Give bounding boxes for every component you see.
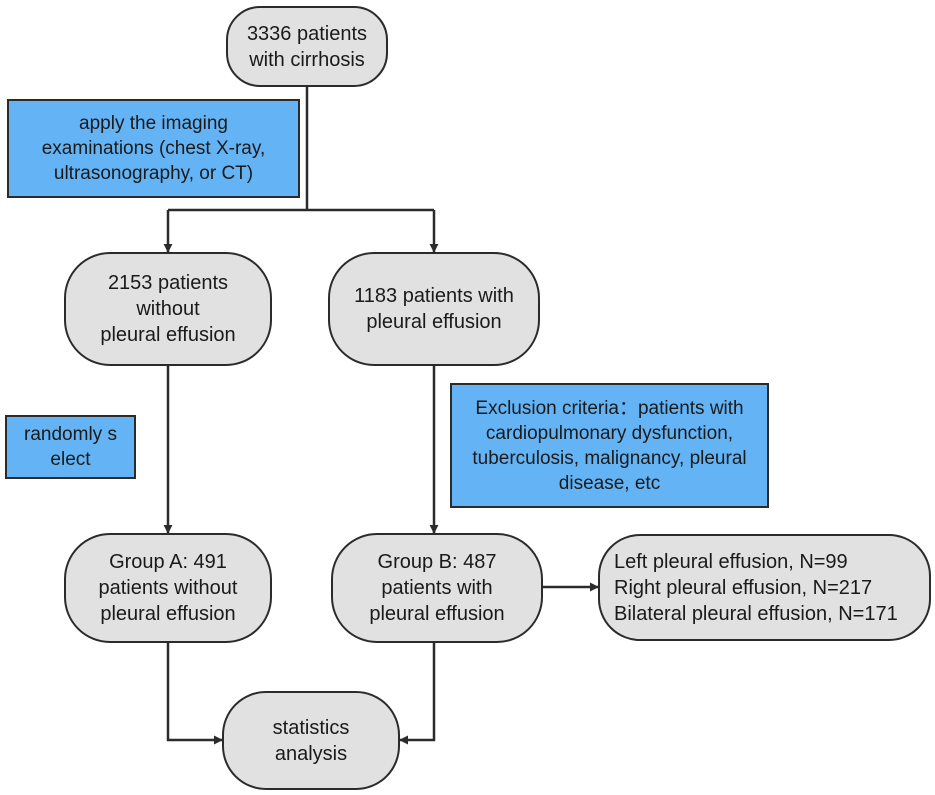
node-group-a: Group A: 491 patients without pleural ef… (64, 533, 272, 643)
node-without-line-2: without (136, 298, 200, 320)
connector-groupB-to-stats (399, 643, 436, 745)
node-group-a-line-3: pleural effusion (100, 603, 236, 625)
node-group-b-line-2: patients with (381, 577, 493, 599)
note-random-select: randomly s elect (5, 415, 136, 479)
node-with-line-2: pleural effusion (366, 311, 502, 333)
node-without-line-3: pleural effusion (100, 324, 236, 346)
note-exclusion-line-4: disease, etc (558, 472, 661, 494)
node-start-line-1: 3336 patients (246, 22, 368, 45)
node-with-effusion: 1183 patients with pleural effusion (328, 252, 540, 366)
node-sides-right: Right pleural effusion, N=217 (614, 576, 873, 599)
node-group-a-line-2: patients without (98, 577, 238, 599)
connector-groupA-to-stats (166, 643, 223, 745)
node-sides-bilateral: Bilateral pleural effusion, N=171 (614, 602, 898, 625)
node-without-line-1: 2153 patients (107, 272, 229, 294)
node-group-b: Group B: 487 patients with pleural effus… (331, 533, 543, 643)
note-exclusion-line-3: tuberculosis, malignancy, pleural (472, 447, 747, 469)
node-group-a-line-1: Group A: 491 (109, 551, 227, 573)
note-random-line-2: elect (50, 449, 91, 470)
note-imaging-line-2: examinations (chest X-ray, (41, 138, 266, 159)
node-group-b-line-3: pleural effusion (369, 603, 505, 625)
node-sides-left: Left pleural effusion, N=99 (614, 550, 848, 573)
node-without-effusion: 2153 patients without pleural effusion (64, 252, 272, 366)
note-imaging-line-3: ultrasonography, or CT) (53, 163, 254, 184)
node-start: 3336 patients with cirrhosis (226, 6, 388, 87)
note-exclusion-line-1: Exclusion criteria：patients with (475, 397, 744, 419)
node-stats-line-1: statistics (272, 716, 350, 739)
node-start-line-2: with cirrhosis (249, 48, 365, 71)
node-group-b-line-1: Group B: 487 (377, 551, 497, 573)
note-imaging-line-1: apply the imaging (79, 113, 228, 134)
note-exclusion-criteria: Exclusion criteria：patients with cardiop… (450, 383, 769, 508)
node-stats-line-2: analysis (274, 742, 348, 765)
note-imaging: apply the imaging examinations (chest X-… (7, 99, 300, 198)
note-random-line-1: randomly s (24, 424, 117, 445)
node-statistics-analysis: statistics analysis (222, 691, 400, 790)
node-effusion-sides: Left pleural effusion, N=99 Right pleura… (598, 534, 931, 641)
note-exclusion-line-2: cardiopulmonary dysfunction, (485, 422, 734, 444)
node-with-line-1: 1183 patients with (354, 285, 514, 307)
